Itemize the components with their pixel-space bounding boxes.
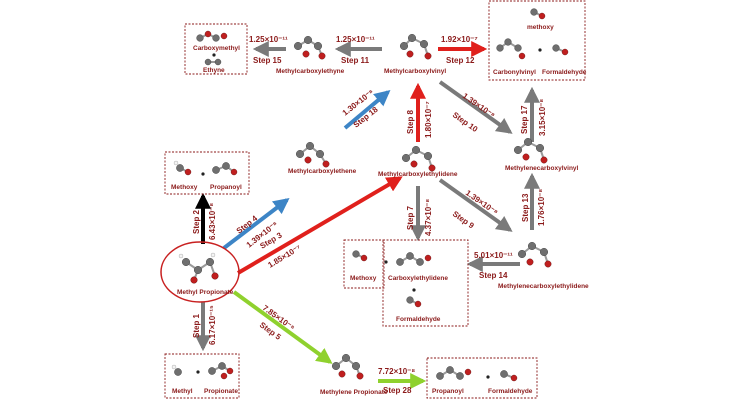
molecule-methylcarboxylethene: Methylcarboxylethene: [288, 141, 357, 175]
svg-text:Methylenecarboxylethylidene: Methylenecarboxylethylidene: [498, 283, 589, 290]
arrow-step10: [438, 80, 513, 134]
label-step18: Step 18 1.30×10⁻⁸: [341, 87, 380, 129]
svg-text:Methyl: Methyl: [172, 388, 193, 395]
svg-text:Propionate: Propionate: [204, 388, 238, 395]
svg-text:Methylenecarboxylvinyl: Methylenecarboxylvinyl: [505, 165, 579, 172]
svg-text:Formaldehyde: Formaldehyde: [542, 69, 587, 76]
svg-text:3.15×10⁻⁸: 3.15×10⁻⁸: [538, 99, 547, 136]
arrow-step9: [438, 178, 513, 232]
box-propanoyl-formaldehyde: [426, 357, 538, 399]
svg-text:Step 15: Step 15: [253, 56, 282, 65]
molecule-methylene-propionate: Methylene Propionate: [320, 354, 388, 396]
svg-text:1.25×10⁻¹¹: 1.25×10⁻¹¹: [336, 35, 375, 44]
svg-text:Methoxy: Methoxy: [350, 275, 377, 282]
molecule-carbonylvinyl-formaldehyde: methoxy Carbonylvinyl Formaldehyde: [493, 8, 587, 76]
molecule-carboxylethylidene-group: Methoxy Carboxylethylidene Formaldehyde: [350, 250, 448, 323]
svg-text:Step 2: Step 2: [192, 209, 201, 234]
arrow-step5: [232, 290, 333, 364]
svg-text:Propanoyl: Propanoyl: [210, 184, 242, 191]
molecule-methyl-propionate-products: Methyl Propionate: [171, 362, 238, 395]
svg-text:1.92×10⁻⁷: 1.92×10⁻⁷: [441, 35, 478, 44]
molecule-methylenecarboxylethylidene: Methylenecarboxylethylidene: [498, 241, 589, 290]
svg-text:Step 12: Step 12: [446, 56, 475, 65]
svg-text:Step 13: Step 13: [521, 193, 530, 222]
label-step13: Step 13 1.76×10⁻⁸: [521, 189, 546, 226]
arrow-step3: [236, 176, 403, 275]
box-methoxy-carboxylethylidene: [343, 239, 385, 289]
svg-text:Carbonylvinyl: Carbonylvinyl: [493, 69, 536, 76]
label-step8: Step 8 1.80×10⁻⁷: [406, 101, 433, 138]
svg-text:Step 11: Step 11: [341, 56, 370, 65]
label-step15: 1.25×10⁻¹¹ Step 15: [249, 35, 288, 65]
svg-text:Carboxylethylidene: Carboxylethylidene: [388, 275, 448, 282]
box-methoxy-propanoyl: [164, 151, 250, 195]
svg-text:Ethyne: Ethyne: [203, 67, 225, 74]
svg-text:4.37×10⁻⁸: 4.37×10⁻⁸: [424, 199, 433, 236]
svg-text:Step 1: Step 1: [192, 313, 201, 338]
label-step14: 5.01×10⁻¹¹ Step 14: [474, 251, 513, 280]
label-step1: Step 1 6.17×10⁻¹⁵: [192, 305, 217, 345]
svg-text:Step 14: Step 14: [479, 271, 508, 280]
label-step17: Step 17 3.15×10⁻⁸: [520, 99, 547, 136]
label-step10: Step 10 1.39×10⁻⁸: [451, 91, 497, 134]
label-step12: 1.92×10⁻⁷ Step 12: [441, 35, 478, 65]
label-step28: 7.72×10⁻⁸ Step 28: [378, 367, 415, 395]
molecule-methylcarboxylvinyl: Methylcarboxylvinyl: [384, 34, 446, 75]
svg-text:Step 7: Step 7: [406, 205, 415, 230]
molecule-methylenecarboxylvinyl: Methylenecarboxylvinyl: [505, 137, 579, 172]
svg-text:Carboxymethyl: Carboxymethyl: [193, 45, 240, 52]
svg-text:Formaldehyde: Formaldehyde: [396, 316, 441, 323]
svg-text:6.43×10⁻⁸: 6.43×10⁻⁸: [208, 203, 217, 240]
svg-text:1.39×10⁻⁸: 1.39×10⁻⁸: [461, 91, 497, 120]
molecule-methoxy-propanoyl: Methoxy Propanoyl: [171, 160, 242, 191]
arrow-step4: [222, 198, 290, 250]
svg-text:Methylcarboxylethylidene: Methylcarboxylethylidene: [378, 171, 458, 178]
svg-text:Methyl Propionate: Methyl Propionate: [177, 289, 234, 296]
svg-text:6.17×10⁻¹⁵: 6.17×10⁻¹⁵: [208, 305, 217, 345]
svg-text:Methylcarboxylethyne: Methylcarboxylethyne: [276, 68, 345, 75]
svg-text:7.72×10⁻⁸: 7.72×10⁻⁸: [378, 367, 415, 376]
svg-text:Methoxy: Methoxy: [171, 184, 198, 191]
label-step11: 1.25×10⁻¹¹ Step 11: [336, 35, 375, 65]
svg-text:Step 17: Step 17: [520, 105, 529, 134]
svg-text:Step 28: Step 28: [383, 386, 412, 395]
molecule-carboxymethyl-ethyne: Carboxymethyl Ethyne: [193, 30, 240, 74]
label-step2: Step 2 6.43×10⁻⁸: [192, 203, 217, 240]
molecule-propanoyl-formaldehyde: Propanoyl Formaldehyde: [432, 366, 533, 395]
svg-text:1.80×10⁻⁷: 1.80×10⁻⁷: [424, 101, 433, 138]
svg-text:Formaldehyde: Formaldehyde: [488, 388, 533, 395]
svg-text:Methylcarboxylethene: Methylcarboxylethene: [288, 168, 357, 175]
molecule-methyl-propionate: Methyl Propionate: [160, 241, 240, 303]
box-carboxylethylidene-formaldehyde: [382, 239, 469, 327]
svg-text:Propanoyl: Propanoyl: [432, 388, 464, 395]
svg-text:Step 8: Step 8: [406, 109, 415, 134]
label-step7: Step 7 4.37×10⁻⁸: [406, 199, 433, 236]
svg-text:methoxy: methoxy: [527, 24, 554, 31]
svg-text:Step 9: Step 9: [451, 209, 476, 230]
arrow-step18: [343, 89, 391, 130]
svg-text:Methylene Propionate: Methylene Propionate: [320, 389, 388, 396]
box-methyl-propionate: [164, 353, 240, 399]
svg-text:1.76×10⁻⁸: 1.76×10⁻⁸: [537, 189, 546, 226]
molecule-methylcarboxylethyne: Methylcarboxylethyne: [276, 36, 345, 75]
svg-text:5.01×10⁻¹¹: 5.01×10⁻¹¹: [474, 251, 513, 260]
molecule-methylcarboxylethylidene: Methylcarboxylethylidene: [378, 145, 458, 178]
svg-text:Step 10: Step 10: [451, 110, 480, 134]
svg-text:1.25×10⁻¹¹: 1.25×10⁻¹¹: [249, 35, 288, 44]
svg-text:Methylcarboxylvinyl: Methylcarboxylvinyl: [384, 68, 446, 75]
